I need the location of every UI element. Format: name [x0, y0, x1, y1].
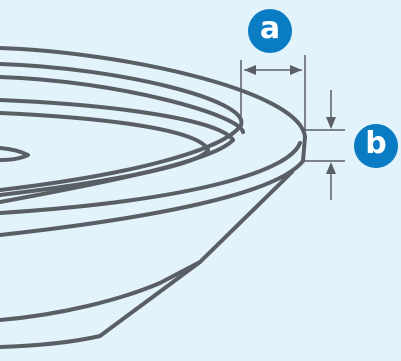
center-hub — [0, 146, 30, 162]
rim-curve-7 — [0, 148, 210, 197]
rim-curve-3 — [0, 75, 245, 134]
rim-bevel-edge — [301, 135, 307, 163]
outer-rim-top — [0, 46, 307, 139]
rim-curve-8 — [0, 141, 302, 215]
dim-a-arrow-right — [290, 65, 302, 75]
inner-ring-bottom — [0, 123, 243, 192]
lens-skirt-lower — [0, 260, 202, 349]
dim-b-arrow-bottom — [326, 162, 336, 174]
callout-b-badge: b — [354, 124, 398, 168]
dim-a-arrow-left — [244, 65, 256, 75]
lens-skirt — [0, 170, 294, 322]
rim-curve-6 — [0, 111, 210, 152]
callout-a-badge: a — [248, 9, 292, 53]
rim-curve-4 — [0, 98, 235, 142]
dim-b-arrow-top — [326, 117, 336, 129]
rim-curve-2 — [0, 62, 244, 127]
